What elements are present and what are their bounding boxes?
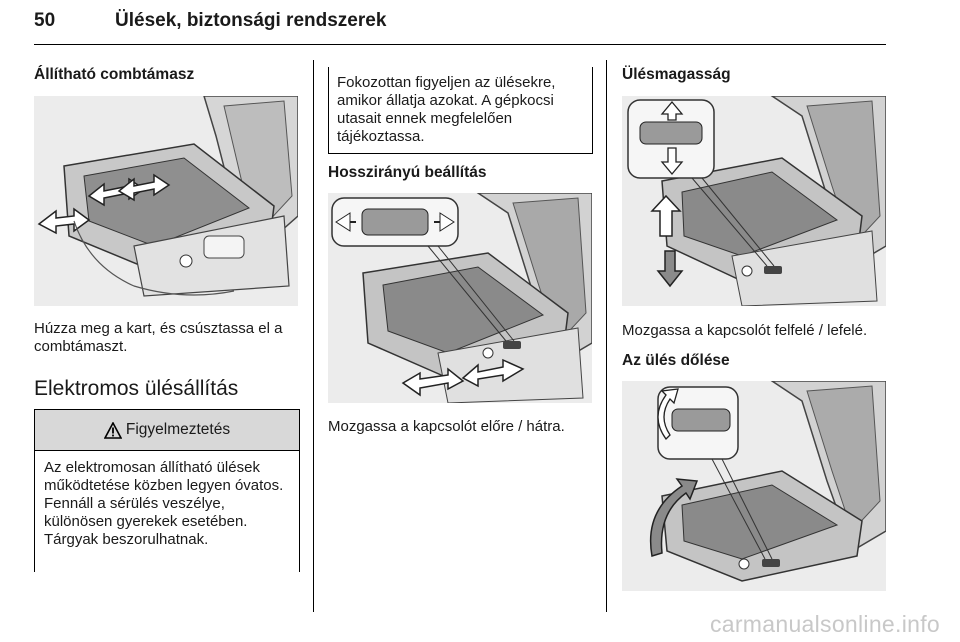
watermark: carmanualsonline.info: [709, 611, 940, 637]
warning-triangle-icon: [103, 421, 122, 439]
heading-seat-tilt: Az ülés dőlése: [622, 352, 730, 369]
section-title-electric-seat: Elektromos ülésállítás: [34, 377, 239, 400]
warning-box: Figyelmeztetés Az elektromosan állítható…: [34, 409, 300, 572]
figure-thigh-support: [34, 96, 298, 306]
page-number: 50: [34, 10, 56, 31]
figure-seat-height: [622, 96, 886, 306]
header-rule: [34, 44, 886, 45]
chapter-title: Ülések, biztonsági rendszerek: [115, 10, 387, 31]
note-text: Fokozottan figyeljen az ülésekre, amikor…: [337, 74, 556, 145]
warning-title: Figyelmeztetés: [125, 421, 231, 438]
column-divider-1: [313, 60, 314, 612]
heading-thigh-support: Állítható combtámasz: [34, 66, 195, 83]
figure-seat-tilt: [622, 381, 886, 591]
heading-seat-height: Ülésmagasság: [622, 66, 731, 83]
caption-thigh-support: Húzza meg a kart, és csúsztassa el a com…: [34, 320, 283, 355]
heading-longitudinal: Hosszirányú beállítás: [328, 164, 487, 181]
caption-longitudinal: Mozgassa a kapcsolót előre / hátra.: [328, 418, 565, 435]
caption-seat-height: Mozgassa a kapcsolót felfelé / lefelé.: [622, 322, 868, 339]
figure-longitudinal: [328, 193, 592, 403]
column-divider-2: [606, 60, 607, 612]
warning-header: Figyelmeztetés: [35, 410, 299, 451]
note-box: Fokozottan figyeljen az ülésekre, amikor…: [328, 67, 593, 154]
warning-text: Az elektromosan állítható ülések működte…: [44, 459, 284, 548]
